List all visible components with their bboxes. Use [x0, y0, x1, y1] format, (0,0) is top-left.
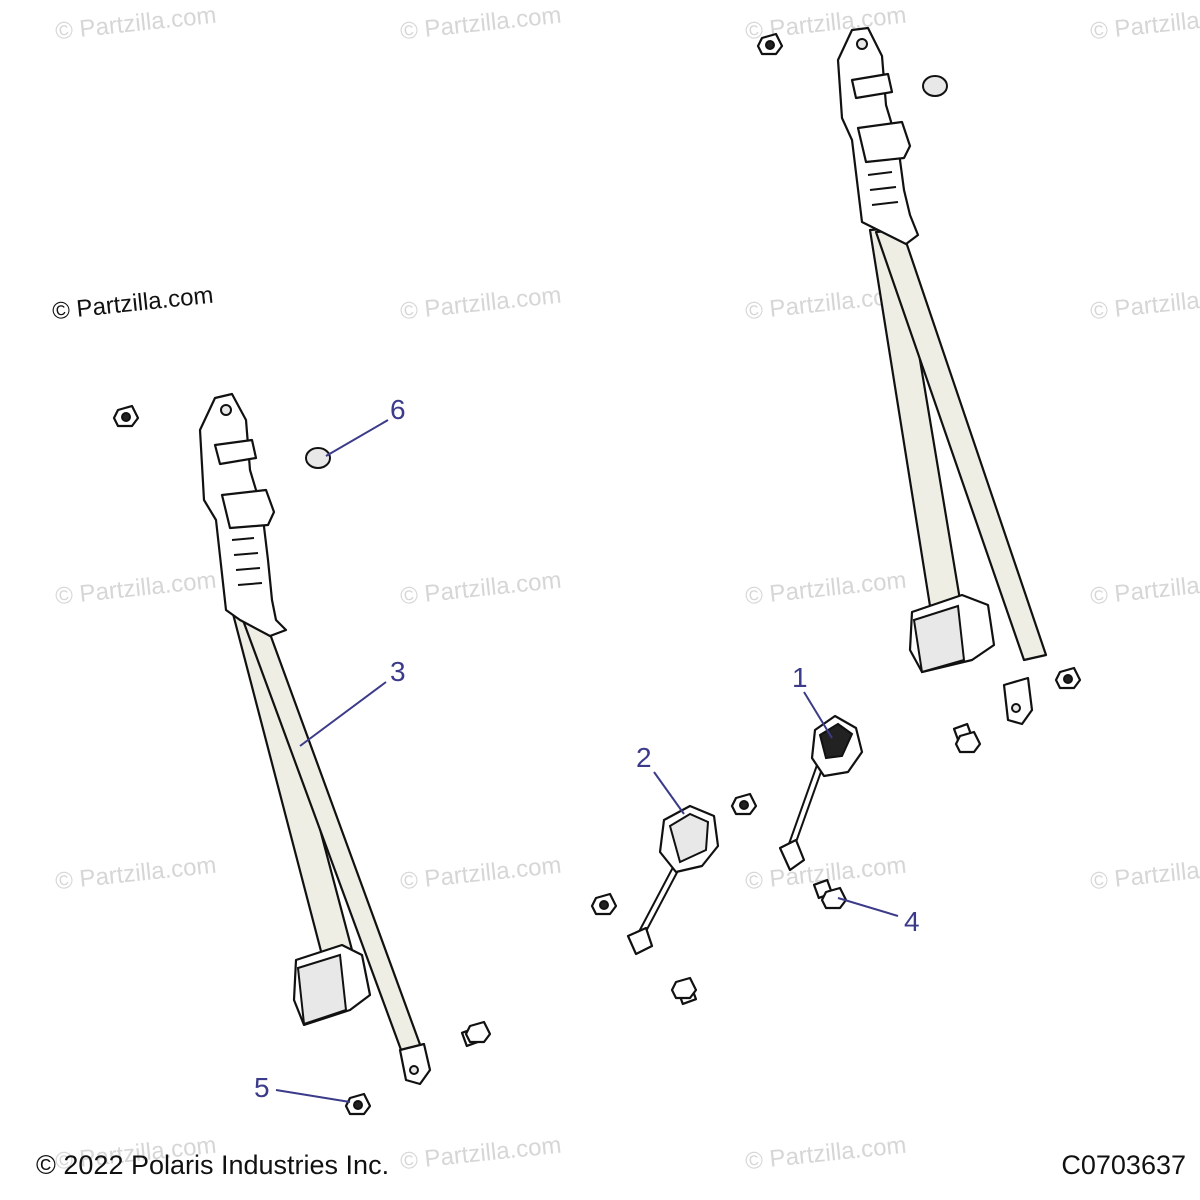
- nut-top-right: [756, 32, 784, 56]
- callout-3: 3: [390, 656, 406, 687]
- callout-4: 4: [904, 906, 920, 937]
- leader-5: [275, 1089, 351, 1103]
- leader-2: [653, 771, 685, 815]
- buckle-part-2: [626, 804, 720, 956]
- guide-clip-right: [850, 72, 894, 100]
- bolt-left-lower: [460, 1020, 492, 1048]
- leader-1: [803, 691, 833, 739]
- guide-hole-right: [856, 38, 868, 50]
- buckle-1-anchor: [778, 838, 806, 872]
- nut-bottom-mid: [590, 892, 618, 916]
- bolt-part-4: [812, 878, 848, 910]
- bolt-right-lower: [952, 722, 982, 754]
- retractor-left-face: [296, 953, 348, 1026]
- retractor-right-face: [912, 604, 966, 674]
- cap-part-6: [305, 447, 331, 469]
- seat-belt-right-assembly: [836, 26, 1048, 726]
- callout-2: 2: [636, 742, 652, 773]
- strap-left-upper: [230, 608, 354, 957]
- bolt-bottom-center: [670, 976, 698, 1006]
- guide-buckle-left: [220, 488, 276, 530]
- guide-hole-left: [220, 404, 232, 416]
- buckle-2-face: [668, 812, 710, 864]
- leader-4: [837, 897, 899, 917]
- copyright-text: © 2022 Polaris Industries Inc.: [36, 1150, 390, 1180]
- seat-belt-left-assembly: [198, 392, 432, 1086]
- callout-6: 6: [390, 394, 406, 425]
- buckle-2-anchor: [626, 926, 654, 956]
- nut-top-left: [112, 404, 140, 428]
- nut-mid-right: [1054, 666, 1082, 690]
- buckle-part-1: [778, 714, 864, 872]
- nut-buckle-2: [730, 792, 758, 816]
- callout-5: 5: [254, 1072, 270, 1103]
- diagram-code: C0703637: [1061, 1150, 1186, 1180]
- nut-part-5: [344, 1092, 372, 1116]
- cap-right: [922, 75, 948, 97]
- leader-6: [325, 419, 389, 457]
- guide-clip-left: [213, 438, 258, 466]
- guide-buckle-right: [856, 120, 912, 164]
- leader-3: [299, 681, 387, 747]
- callout-1: 1: [792, 662, 808, 693]
- floor-anchor-right: [1002, 676, 1034, 726]
- floor-anchor-left: [398, 1042, 432, 1086]
